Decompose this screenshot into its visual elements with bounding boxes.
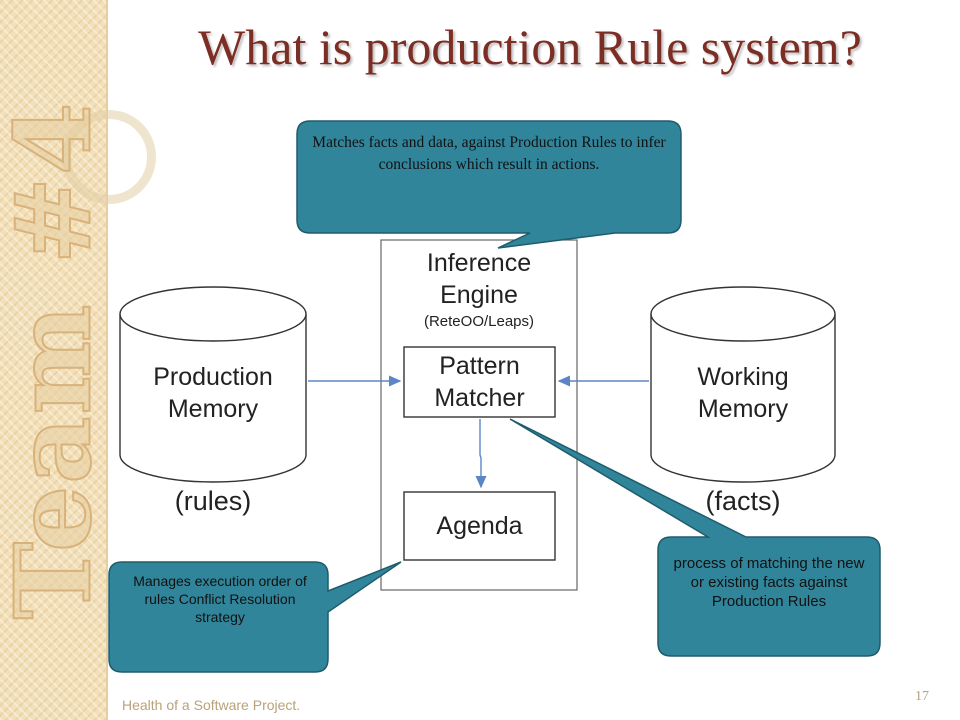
arrow-matcher-to-agenda: [475, 419, 487, 489]
decorative-ring: [62, 110, 156, 204]
working-memory-caption: (facts): [705, 486, 781, 516]
inference-engine-title-line2: Engine: [440, 281, 518, 309]
slide-title: What is production Rule system?: [198, 19, 862, 75]
working-memory-line2: Memory: [697, 395, 789, 423]
pattern-matcher-box: [403, 346, 556, 418]
callout-bottom-right: [509, 418, 881, 657]
callout-bottom-right-text: process of matching the new or existing …: [673, 555, 865, 610]
production-memory-line1: Production: [153, 363, 273, 391]
slide-footer: Health of a Software Project.: [122, 697, 301, 713]
inference-engine-title: Inference Engine: [381, 247, 577, 311]
production-memory-caption: (rules): [174, 486, 252, 516]
page-number: 17: [915, 689, 929, 704]
production-memory-cylinder: [119, 286, 307, 483]
inference-engine-subtitle: (ReteOO/Leaps): [423, 313, 535, 330]
callout-bottom-left-text: Manages execution order of rules Conflic…: [133, 573, 307, 625]
agenda-box: [403, 491, 556, 561]
callout-bottom-left: [108, 561, 402, 673]
callout-top-text: Matches facts and data, against Producti…: [312, 134, 666, 173]
pattern-matcher-line1: Pattern: [439, 352, 520, 380]
production-memory-line2: Memory: [167, 395, 259, 423]
working-memory-cylinder: [650, 286, 836, 483]
working-memory-label: Working Memory: [651, 361, 835, 425]
agenda-label: Agenda: [436, 512, 523, 540]
decorative-sidebar: Team #4: [0, 0, 156, 720]
working-memory-line1: Working: [697, 363, 789, 391]
callout-top: [296, 120, 682, 249]
pattern-matcher-label: Pattern Matcher: [404, 350, 555, 414]
pattern-matcher-line2: Matcher: [434, 384, 525, 412]
inference-engine-title-line1: Inference: [426, 249, 532, 277]
production-memory-label: Production Memory: [120, 361, 306, 425]
